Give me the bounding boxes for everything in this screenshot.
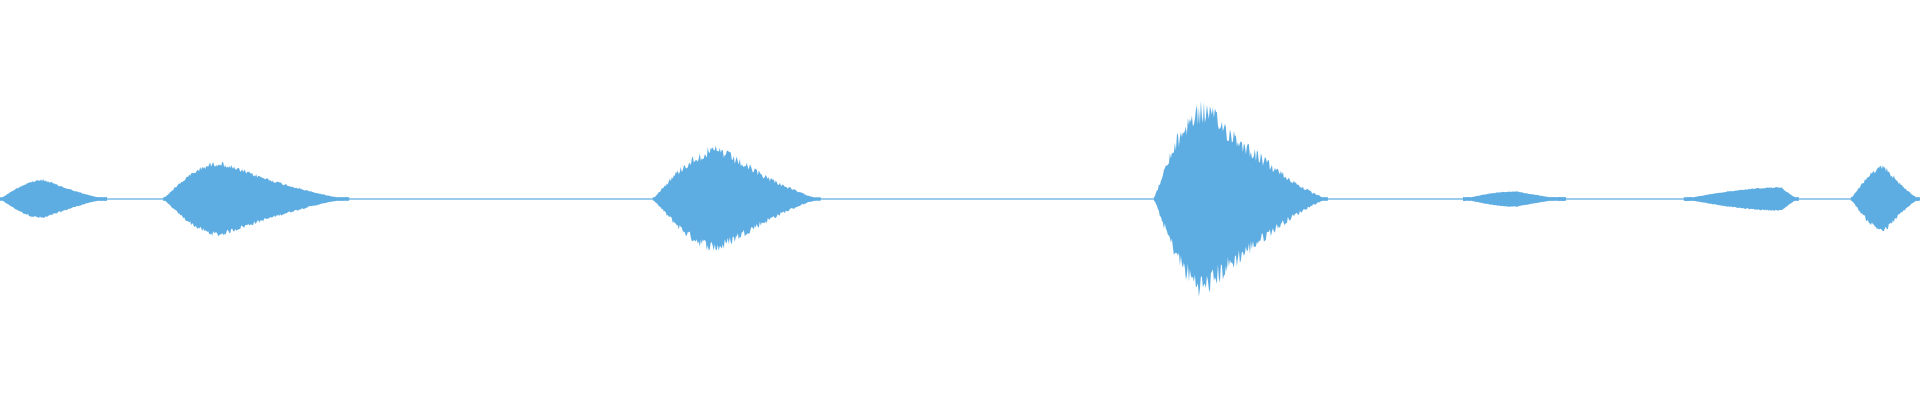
waveform-segment-5 [1463,191,1566,207]
waveform-segment-6 [1683,187,1799,211]
waveform-segment-7 [1850,165,1920,232]
waveform-segment-1 [0,179,107,218]
waveform-samples [0,100,1920,297]
waveform-segment-4 [1153,100,1328,297]
waveform-segment-3 [652,145,821,251]
waveform-segment-2 [163,161,350,237]
